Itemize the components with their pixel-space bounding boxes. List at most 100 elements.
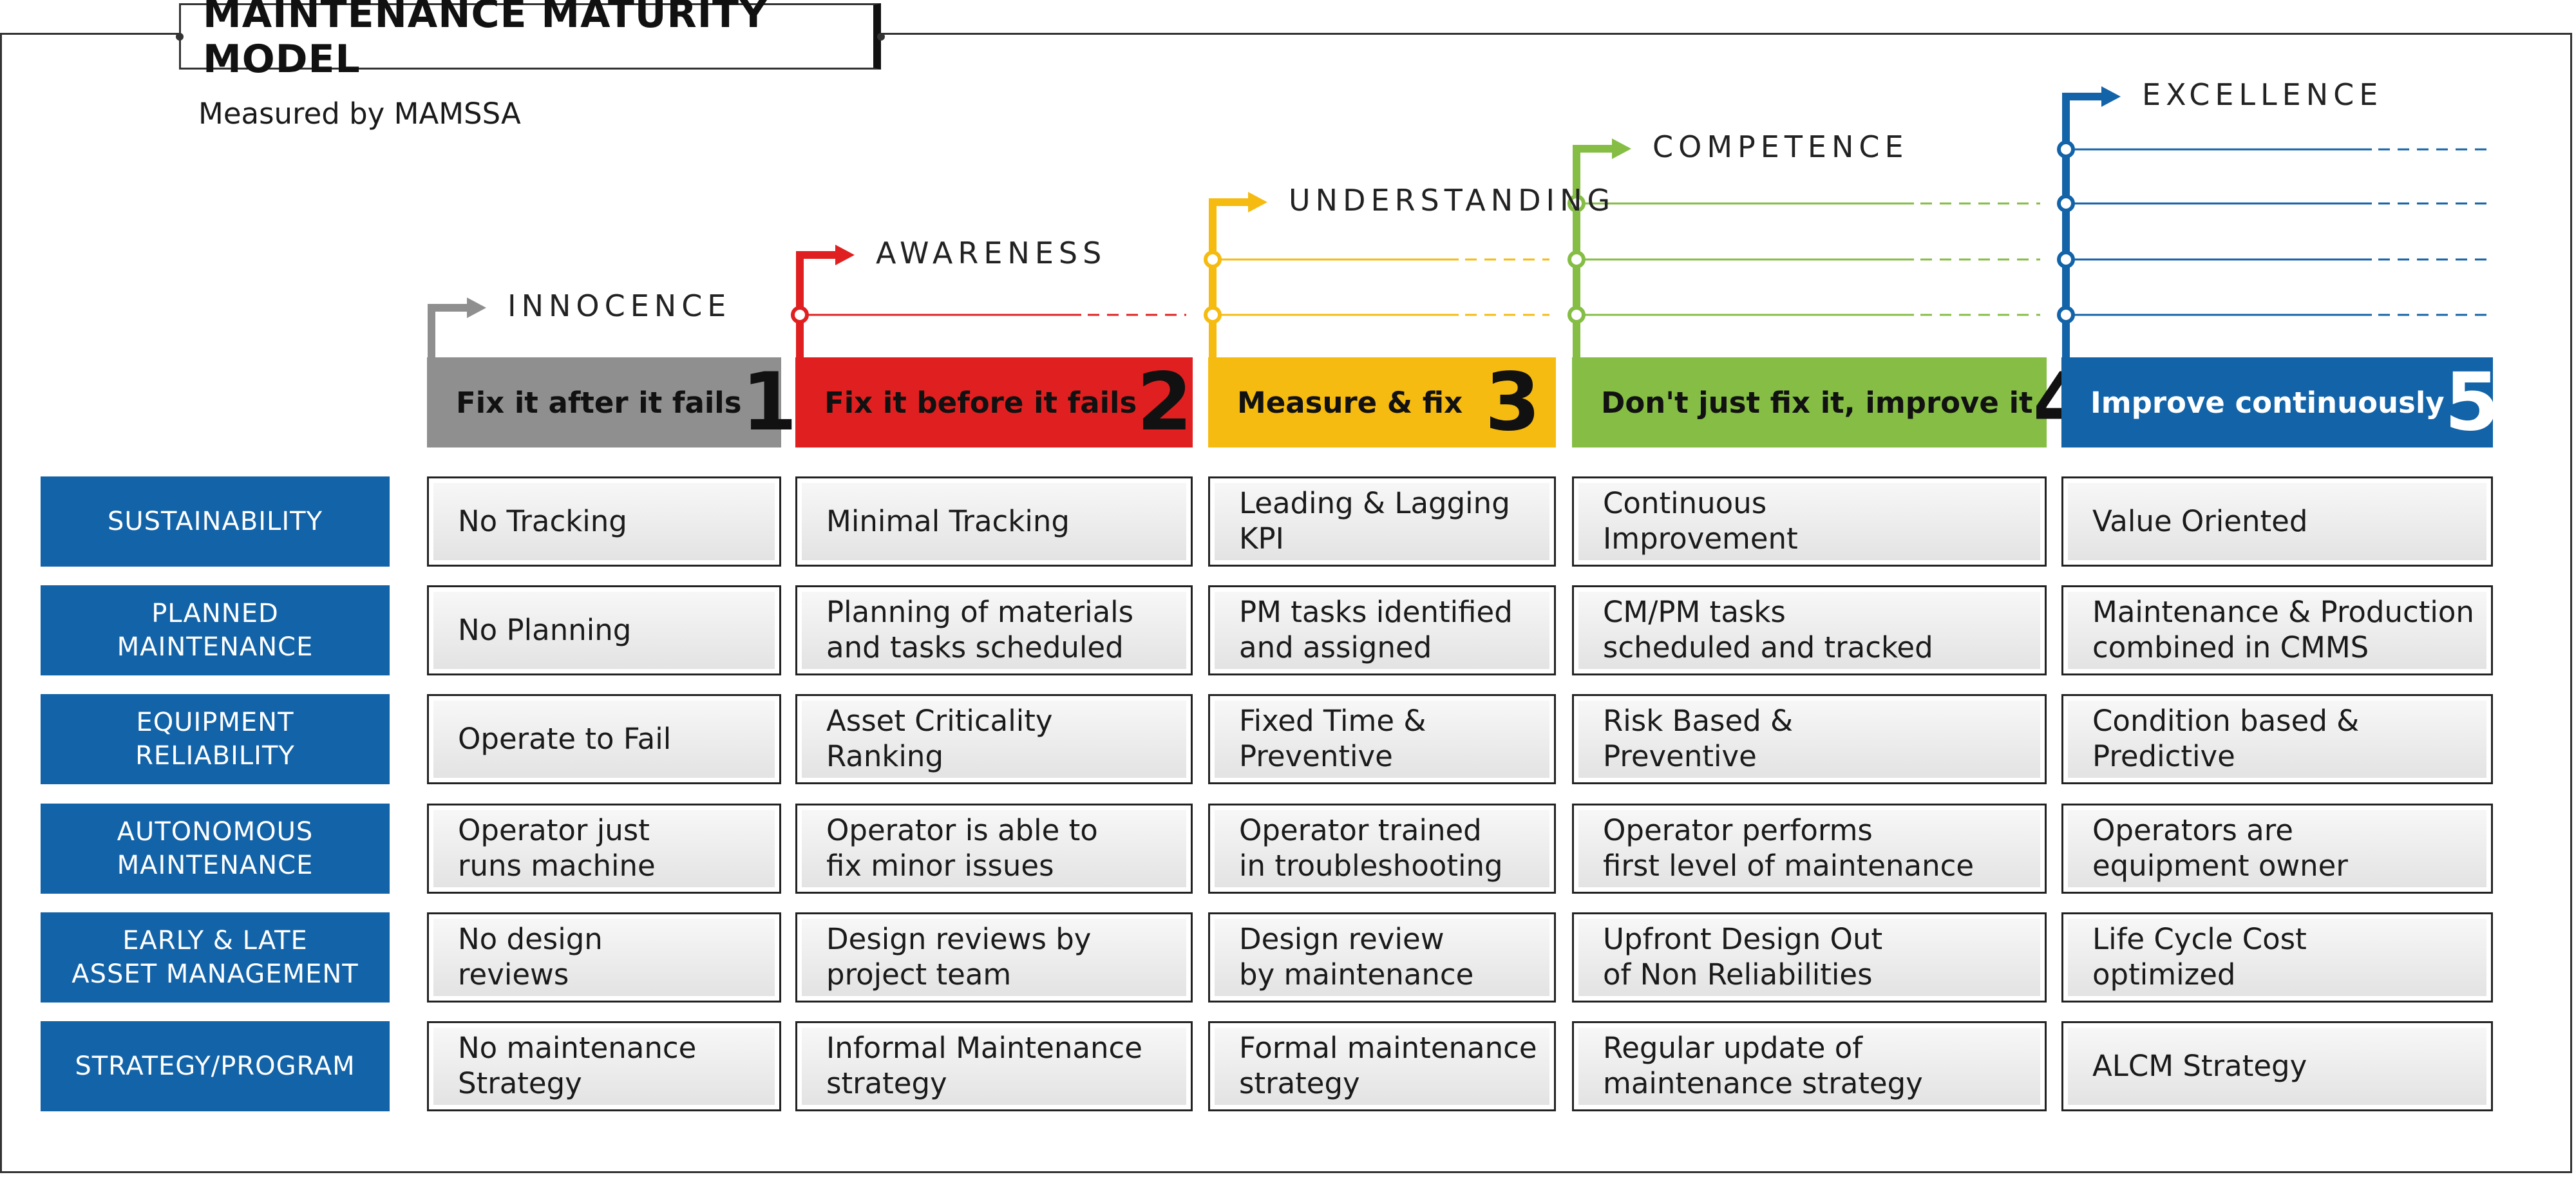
cell-text: Value Oriented	[2068, 483, 2486, 560]
cell-text: Design reviews by project team	[802, 919, 1186, 996]
grid-cell: Operator performs first level of mainten…	[1572, 804, 2047, 894]
grid-cell: Fixed Time & Preventive	[1208, 694, 1556, 784]
level-name-3: UNDERSTANDING	[1289, 183, 1616, 218]
grid-cell: No maintenance Strategy	[427, 1021, 781, 1111]
subtitle: Measured by MAMSSA	[198, 97, 521, 131]
row-label: PLANNED MAINTENANCE	[41, 585, 390, 675]
level-number: 1	[741, 356, 797, 449]
cell-text: Life Cycle Cost optimized	[2068, 919, 2486, 996]
row-label: SUSTAINABILITY	[41, 476, 390, 567]
cell-text: No maintenance Strategy	[433, 1028, 775, 1105]
arrow-icon	[835, 245, 855, 265]
cell-text: Informal Maintenance strategy	[802, 1028, 1186, 1105]
level-header-3: Measure & fix 3	[1208, 357, 1556, 447]
grid-cell: Risk Based & Preventive	[1572, 694, 2047, 784]
level-description: Measure & fix	[1237, 385, 1463, 420]
level-number: 2	[1137, 356, 1193, 449]
cell-text: Maintenance & Production combined in CMM…	[2068, 592, 2486, 669]
level-name-4: COMPETENCE	[1653, 129, 1909, 164]
grid-cell: Operator trained in troubleshooting	[1208, 804, 1556, 894]
cell-text: Formal maintenance strategy	[1215, 1028, 1549, 1105]
grid-cell: Condition based & Predictive	[2061, 694, 2493, 784]
cell-text: Minimal Tracking	[802, 483, 1186, 560]
cell-text: Operate to Fail	[433, 701, 775, 778]
grid-cell: Design review by maintenance	[1208, 912, 1556, 1003]
grid-cell: Operator just runs machine	[427, 804, 781, 894]
arrow-icon	[467, 297, 486, 318]
page-title: MAINTENANCE MATURITY MODEL	[203, 0, 768, 82]
cell-text: No Tracking	[433, 483, 775, 560]
grid-cell: No Planning	[427, 585, 781, 675]
grid-cell: Value Oriented	[2061, 476, 2493, 567]
cell-text: Operator is able to fix minor issues	[802, 810, 1186, 887]
cell-text: Design review by maintenance	[1215, 919, 1549, 996]
cell-text: Asset Criticality Ranking	[802, 701, 1186, 778]
grid-cell: Operator is able to fix minor issues	[795, 804, 1193, 894]
title-left-dot	[176, 32, 184, 41]
level-node-circle	[1567, 250, 1586, 268]
cell-text: Risk Based & Preventive	[1578, 701, 2040, 778]
level-description: Fix it after it fails	[456, 385, 742, 420]
grid-cell: Regular update of maintenance strategy	[1572, 1021, 2047, 1111]
grid-cell: Informal Maintenance strategy	[795, 1021, 1193, 1111]
cell-text: Planning of materials and tasks schedule…	[802, 592, 1186, 669]
cell-text: Regular update of maintenance strategy	[1578, 1028, 2040, 1105]
arrow-icon	[1248, 192, 1267, 212]
cell-text: Continuous Improvement	[1578, 483, 2040, 560]
grid-cell: Maintenance & Production combined in CMM…	[2061, 585, 2493, 675]
row-label: STRATEGY/PROGRAM	[41, 1021, 390, 1111]
grid-cell: Operate to Fail	[427, 694, 781, 784]
grid-cell: Formal maintenance strategy	[1208, 1021, 1556, 1111]
level-name-5: EXCELLENCE	[2142, 77, 2383, 112]
cell-text: Condition based & Predictive	[2068, 701, 2486, 778]
cell-text: No Planning	[433, 592, 775, 669]
level-description: Fix it before it fails	[824, 385, 1137, 420]
level-node-circle	[2057, 140, 2075, 158]
grid-cell: No Tracking	[427, 476, 781, 567]
grid-cell: ALCM Strategy	[2061, 1021, 2493, 1111]
cell-text: Fixed Time & Preventive	[1215, 701, 1549, 778]
row-label: EARLY & LATE ASSET MANAGEMENT	[41, 912, 390, 1003]
grid-cell: PM tasks identified and assigned	[1208, 585, 1556, 675]
title-box: MAINTENANCE MATURITY MODEL	[176, 0, 885, 82]
grid-cell: Upfront Design Out of Non Reliabilities	[1572, 912, 2047, 1003]
grid-cell: Life Cycle Cost optimized	[2061, 912, 2493, 1003]
grid-cell: Leading & Lagging KPI	[1208, 476, 1556, 567]
arrow-icon	[1612, 138, 1631, 159]
level-node-circle	[1204, 250, 1222, 268]
cell-text: Leading & Lagging KPI	[1215, 483, 1549, 560]
grid-cell: Minimal Tracking	[795, 476, 1193, 567]
cell-text: PM tasks identified and assigned	[1215, 592, 1549, 669]
cell-text: Operators are equipment owner	[2068, 810, 2486, 887]
cell-text: Operator trained in troubleshooting	[1215, 810, 1549, 887]
level-name-1: INNOCENCE	[507, 288, 732, 323]
arrow-icon	[2101, 86, 2121, 107]
level-description: Don't just fix it, improve it	[1601, 385, 2033, 420]
cell-text: ALCM Strategy	[2068, 1028, 2486, 1105]
grid-cell: Design reviews by project team	[795, 912, 1193, 1003]
level-number: 5	[2444, 356, 2500, 449]
cell-text: CM/PM tasks scheduled and tracked	[1578, 592, 2040, 669]
grid-cell: No design reviews	[427, 912, 781, 1003]
level-node-circle	[1567, 194, 1586, 212]
diagram-frame	[0, 33, 2572, 1173]
grid-cell: Planning of materials and tasks schedule…	[795, 585, 1193, 675]
level-number: 3	[1484, 356, 1540, 449]
cell-text: No design reviews	[433, 919, 775, 996]
level-description: Improve continuously	[2090, 385, 2445, 420]
level-name-2: AWARENESS	[876, 236, 1107, 270]
level-node-circle	[1567, 306, 1586, 324]
level-node-circle	[1204, 306, 1222, 324]
grid-cell: Operators are equipment owner	[2061, 804, 2493, 894]
grid-cell: Continuous Improvement	[1572, 476, 2047, 567]
level-node-circle	[791, 306, 809, 324]
grid-cell: Asset Criticality Ranking	[795, 694, 1193, 784]
cell-text: Upfront Design Out of Non Reliabilities	[1578, 919, 2040, 996]
level-node-circle	[2057, 194, 2075, 212]
level-node-circle	[2057, 250, 2075, 268]
title-right-dot	[877, 32, 885, 41]
